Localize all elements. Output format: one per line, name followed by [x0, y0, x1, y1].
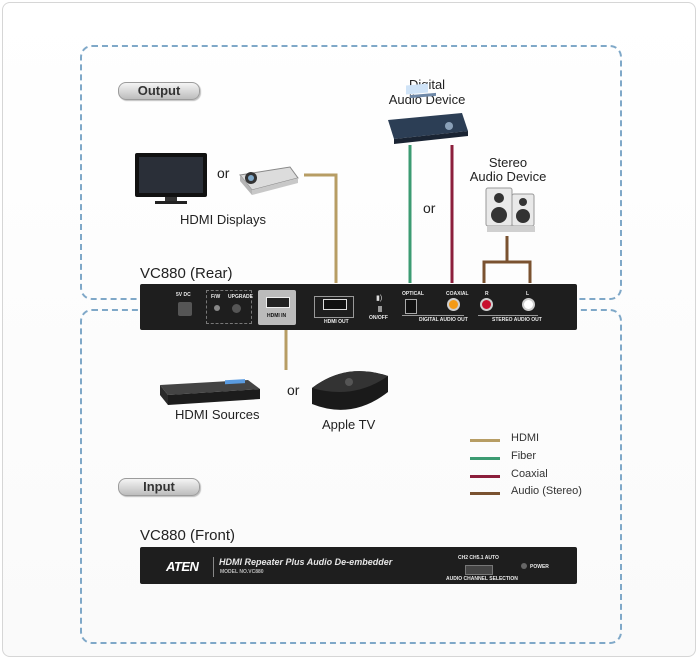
front-product-name: HDMI Repeater Plus Audio De-embedder	[219, 557, 393, 567]
output-label: Output	[137, 83, 181, 98]
hdmi-out-label: HDMI OUT	[324, 319, 349, 325]
hdmi-sources-label: HDMI Sources	[175, 407, 260, 422]
l-channel-label: L	[526, 291, 530, 297]
upgrade-label: UPGRADE	[228, 294, 254, 300]
power-led	[521, 563, 527, 569]
on-off-label: ON/OFF	[369, 315, 388, 321]
aten-brand-text: ATEN	[166, 559, 199, 574]
fw-button	[214, 305, 220, 311]
coaxial-port	[447, 298, 460, 311]
r-channel-label: R	[485, 291, 489, 297]
optical-label: OPTICAL	[402, 291, 424, 297]
optical-port	[405, 299, 417, 314]
stereo-audio-device-label-1: Stereo	[488, 155, 528, 170]
on-off-switch	[378, 306, 382, 312]
coaxial-label: COAXIAL	[446, 291, 469, 297]
vc880-rear-label: VC880 (Rear)	[140, 265, 233, 282]
hdmi-in-port	[266, 297, 290, 308]
fw-upgrade-box	[206, 290, 252, 324]
r-channel-port	[480, 298, 493, 311]
stereo-audio-out-underline	[478, 315, 538, 316]
rear-power-label: 5V DC	[176, 292, 191, 298]
vc880-front-label: VC880 (Front)	[140, 527, 236, 544]
l-channel-port	[522, 298, 535, 311]
input-pill: Input	[118, 478, 200, 496]
or-display-text: or	[217, 165, 230, 181]
upgrade-port	[232, 304, 241, 313]
input-label: Input	[143, 479, 175, 494]
power-jack	[178, 302, 192, 316]
aten-logo: ATEN	[166, 559, 199, 574]
digital-audio-out-underline	[402, 315, 464, 316]
or-source-text: or	[287, 382, 300, 398]
legend-hdmi-swatch	[470, 439, 500, 442]
front-power-label: POWER	[530, 564, 549, 570]
legend-coaxial-swatch	[470, 475, 500, 478]
channel-options-label: CH2 CH5.1 AUTO	[458, 555, 499, 561]
fw-label: F/W	[211, 294, 221, 300]
stereo-audio-device-label-2: Audio Device	[469, 169, 547, 184]
legend-fiber-swatch	[470, 457, 500, 460]
legend-fiber-label: Fiber	[511, 450, 537, 462]
stereo-cable	[482, 236, 532, 283]
stereo-audio-out-label: STEREO AUDIO OUT	[492, 317, 542, 323]
vc880-front-panel: ATEN HDMI Repeater Plus Audio De-embedde…	[140, 547, 577, 584]
brand-divider	[213, 557, 214, 577]
digital-audio-out-label: DIGITAL AUDIO OUT	[419, 317, 468, 323]
audio-channel-selection-label: AUDIO CHANNEL SELECTION	[446, 576, 518, 582]
apple-tv-label: Apple TV	[322, 417, 376, 432]
hdmi-out-port	[323, 299, 347, 310]
hdmi-displays-label: HDMI Displays	[180, 212, 266, 227]
digital-audio-device-label-2: Audio Device	[388, 92, 466, 107]
hdmi-out-port-box	[314, 296, 354, 318]
front-model-number: MODEL NO.VC880	[220, 569, 264, 575]
channel-selector-switch	[465, 565, 493, 575]
hdmi-in-label: HDMI IN	[267, 313, 287, 319]
legend-hdmi-label: HDMI	[511, 432, 540, 444]
output-pill: Output	[118, 82, 200, 100]
hdmi-output-cable	[304, 173, 338, 283]
legend-stereo-label: Audio (Stereo)	[511, 485, 582, 497]
legend-coaxial-label: Coaxial	[511, 468, 548, 480]
speaker-icon: ▮)	[376, 295, 383, 302]
legend-stereo-swatch	[470, 492, 500, 495]
or-audio-text: or	[423, 200, 436, 216]
vc880-rear-panel: 5V DC F/W UPGRADE HDMI IN HDMI OUT ▮) ON…	[140, 284, 577, 330]
